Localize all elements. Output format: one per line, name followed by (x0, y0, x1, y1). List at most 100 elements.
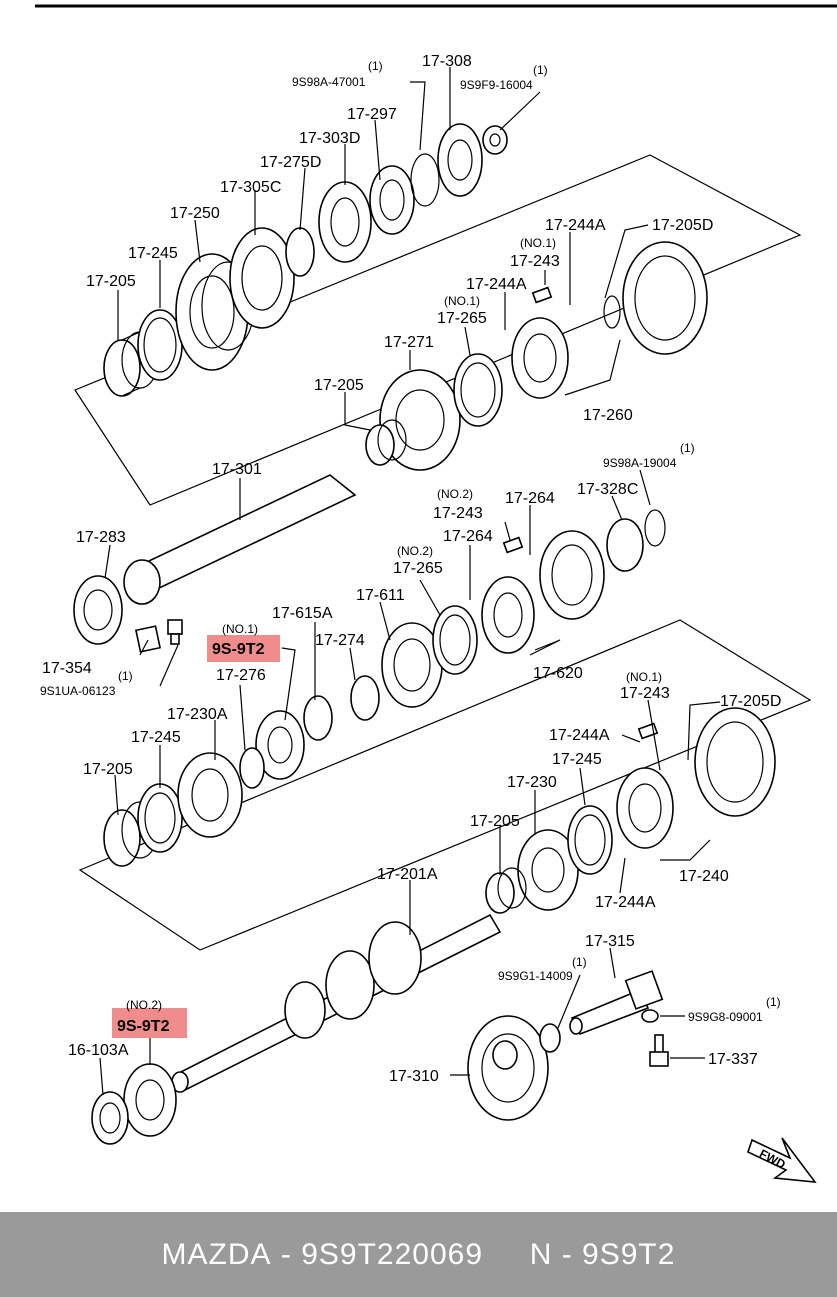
label-17-244a-1: 17-244A (545, 217, 606, 234)
label-9s98a-47001-qty: (1) (368, 59, 383, 73)
hub-17-240 (616, 767, 674, 849)
label-17-230a: 17-230A (167, 706, 228, 723)
gear-17-308 (437, 123, 483, 197)
bearing-9s-9t2-no2 (123, 1063, 177, 1137)
label-17-274: 17-274 (315, 632, 365, 649)
washer-17-615a (303, 695, 333, 741)
synchro-ring-17-245-lower2 (567, 805, 613, 875)
label-17-244a-4: 17-244A (595, 894, 656, 911)
sleeve-17-205d-lower (694, 707, 776, 817)
label-no1-b: (NO.1) (444, 294, 480, 308)
shaft-17-301 (123, 474, 357, 605)
footer-gap (483, 1238, 530, 1272)
sleeve-17-264 (539, 530, 605, 620)
label-17-271: 17-271 (384, 334, 434, 351)
label-9s-9t2-no1: 9S-9T2 (212, 641, 265, 658)
plug-9s9g8-09001 (641, 1009, 659, 1023)
label-17-264-b: 17-264 (443, 528, 493, 545)
bearing-17-283 (73, 575, 123, 645)
label-17-230: 17-230 (507, 774, 557, 791)
label-17-310: 17-310 (389, 1068, 439, 1085)
label-17-245-lower: 17-245 (131, 729, 181, 746)
label-9s9g1-14009: 9S9G1-14009 (498, 969, 573, 983)
gear-17-303d (318, 181, 372, 263)
plate-17-354 (134, 625, 162, 653)
footer-code: N - 9S9T2 (529, 1237, 676, 1271)
label-17-265-b: 17-265 (393, 560, 443, 577)
label-17-205d-1: 17-205D (652, 217, 713, 234)
footer-part-number: 9S9T220069 (301, 1237, 484, 1271)
label-no1-c: (NO.1) (222, 622, 258, 636)
label-17-354-qty: (1) (118, 669, 133, 683)
key-17-243-no1-top (531, 286, 553, 304)
label-no2-c: (NO.2) (126, 998, 162, 1012)
label-9s98a-19004: 9S98A-19004 (603, 456, 677, 470)
needle-bearing-17-274 (350, 675, 380, 721)
snap-ring-9s98a-19004 (644, 509, 666, 547)
leader-lines (99, 67, 721, 1096)
label-9s9f9-16004: 9S9F9-16004 (460, 78, 533, 92)
label-17-301: 17-301 (212, 461, 262, 478)
label-17-305c: 17-305C (220, 179, 281, 196)
washer-9s9g1-14009 (539, 1023, 561, 1053)
washer-17-328c (606, 518, 644, 572)
footer-bar: MAZDA - 9S9T220069 N - 9S9T2 (0, 1212, 837, 1297)
label-17-250: 17-250 (170, 205, 220, 222)
shaft-17-315 (569, 970, 664, 1036)
label-17-283: 17-283 (76, 529, 126, 546)
label-no1-a: (NO.1) (520, 236, 556, 250)
label-17-308: 17-308 (422, 53, 472, 70)
synchro-hub-17-260 (511, 317, 569, 399)
gear-17-305c (229, 227, 295, 329)
label-no1-d: (NO.1) (626, 670, 662, 684)
label-9s9g1-14009-qty: (1) (572, 955, 587, 969)
label-17-245-top: 17-245 (128, 245, 178, 262)
label-9s9g8-09001-qty: (1) (766, 995, 781, 1009)
label-17-205-lower2: 17-205 (470, 813, 520, 830)
snap-ring-9s98a-47001 (410, 153, 440, 207)
label-17-620: 17-620 (533, 665, 583, 682)
bolt-9s1ua-06123 (167, 619, 183, 645)
gear-17-611 (381, 622, 443, 708)
label-9s1ua-06123: 9S1UA-06123 (40, 684, 116, 698)
gear-17-310 (467, 1015, 549, 1121)
label-17-245-lower2: 17-245 (552, 751, 602, 768)
label-17-205d-2: 17-205D (720, 693, 781, 710)
label-no2-a: (NO.2) (437, 487, 473, 501)
label-17-315: 17-315 (585, 933, 635, 950)
upper-shaft-frame (74, 154, 802, 506)
label-17-201a: 17-201A (377, 866, 438, 883)
bolt-17-337 (649, 1034, 669, 1067)
label-9s9f9-16004-qty: (1) (533, 63, 548, 77)
label-17-297: 17-297 (347, 106, 397, 123)
label-9s9g8-09001: 9S9G8-09001 (688, 1010, 763, 1024)
label-17-240: 17-240 (679, 868, 729, 885)
label-17-265-a: 17-265 (437, 310, 487, 327)
label-no2-b: (NO.2) (397, 544, 433, 558)
needle-bearing-17-205-mid (365, 419, 407, 466)
synchro-ring-17-245-lower (137, 783, 183, 853)
highlight-9s-9t2-no1 (207, 635, 280, 662)
footer-brand: MAZDA (161, 1237, 272, 1271)
synchro-ring-17-265-no1 (453, 353, 503, 427)
highlight-9s-9t2-no2 (112, 1008, 187, 1038)
label-17-303d: 17-303D (299, 130, 360, 147)
label-17-244a-3: 17-244A (549, 727, 610, 744)
synchro-ring-17-265-no2 (432, 605, 478, 675)
exploded-parts-diagram: FWD (35, 4, 837, 1183)
label-17-337: 17-337 (708, 1051, 758, 1068)
key-17-243-no2 (502, 536, 524, 554)
label-9s98a-19004-qty: (1) (680, 441, 695, 455)
ring-17-275d (285, 227, 315, 277)
label-17-205-top: 17-205 (86, 273, 136, 290)
gear-17-230a (177, 752, 243, 838)
seal-16-103a (91, 1091, 129, 1145)
label-17-260: 17-260 (583, 407, 633, 424)
ring-17-276 (239, 747, 265, 789)
bearing-17-297 (369, 165, 415, 235)
hub-17-620 (481, 576, 535, 654)
bearing-9s-9t2-no1 (255, 710, 305, 780)
label-9s-9t2-no2: 9S-9T2 (117, 1018, 170, 1035)
label-17-611: 17-611 (356, 587, 405, 604)
label-17-244a-2: 17-244A (466, 276, 527, 293)
